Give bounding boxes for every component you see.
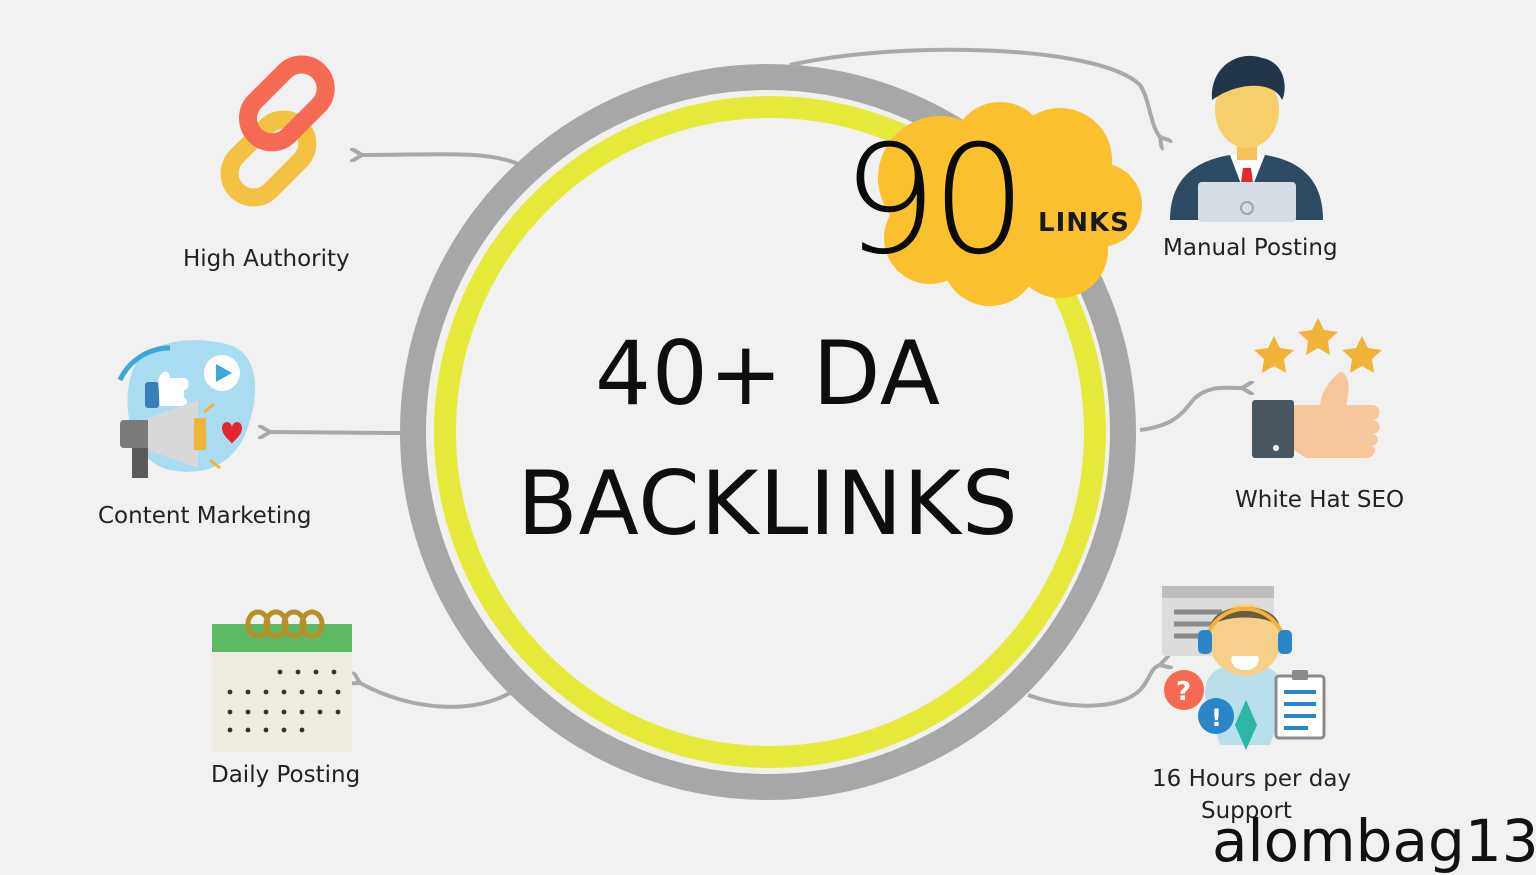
- badge-number: 90: [842, 114, 1027, 288]
- calendar-day-dot: [299, 727, 305, 733]
- inner-ring: [434, 96, 1106, 768]
- calendar-icon: [212, 609, 352, 752]
- badge-unit: LINKS: [1038, 208, 1130, 238]
- calendar-day-dot: [335, 689, 341, 695]
- calendar-day-dot: [281, 709, 287, 715]
- manual-posting-person-icon: [1170, 55, 1323, 222]
- chain-link-icon: [220, 55, 335, 207]
- center-title-line2: BACKLINKS: [517, 452, 1019, 555]
- calendar-day-dot: [317, 709, 323, 715]
- svg-text:?: ?: [1176, 677, 1191, 707]
- thumbs-up-stars-icon: [1252, 318, 1382, 458]
- arrow-white-hat-seo: [1139, 388, 1242, 432]
- label-manual-posting: Manual Posting: [1163, 235, 1338, 261]
- calendar-day-dot: [245, 689, 251, 695]
- calendar-day-dot: [227, 689, 233, 695]
- arrow-daily-posting: [360, 683, 511, 709]
- calendar-day-dot: [263, 689, 269, 695]
- outer-ring: [400, 64, 1136, 800]
- calendar-day-dot: [313, 669, 319, 675]
- label-daily-posting: Daily Posting: [211, 762, 361, 788]
- calendar-day-dot: [299, 709, 305, 715]
- svg-text:!: !: [1211, 704, 1222, 732]
- arrow-manual-posting: [789, 47, 1160, 137]
- calendar-day-dot: [227, 709, 233, 715]
- calendar-day-dot: [245, 727, 251, 733]
- support-agent-icon: ? !: [1162, 586, 1326, 750]
- label-content-marketing: Content Marketing: [98, 503, 312, 529]
- label-high-authority: High Authority: [183, 246, 350, 272]
- calendar-day-dot: [245, 709, 251, 715]
- badge-cloud: [878, 102, 1142, 306]
- calendar-day-dot: [331, 669, 337, 675]
- calendar-day-dot: [299, 689, 305, 695]
- calendar-day-dot: [263, 727, 269, 733]
- calendar-day-dot: [277, 669, 283, 675]
- center-title-line1: 40+ DA: [594, 322, 942, 425]
- megaphone-icon: [117, 340, 256, 478]
- calendar-day-dot: [317, 689, 323, 695]
- calendar-day-dot: [281, 727, 287, 733]
- calendar-day-dot: [295, 669, 301, 675]
- label-support-line2: Support: [1201, 798, 1292, 824]
- calendar-day-dot: [281, 689, 287, 695]
- label-white-hat-seo: White Hat SEO: [1235, 487, 1405, 513]
- arrow-support: [1027, 665, 1160, 708]
- arrow-content-marketing: [270, 432, 401, 433]
- watermark-text: alombag13: [1212, 807, 1536, 875]
- calendar-day-dot: [263, 709, 269, 715]
- arrow-high-authority: [362, 154, 521, 167]
- label-support-line1: 16 Hours per day: [1152, 766, 1352, 792]
- calendar-day-dot: [227, 727, 233, 733]
- calendar-day-dot: [335, 709, 341, 715]
